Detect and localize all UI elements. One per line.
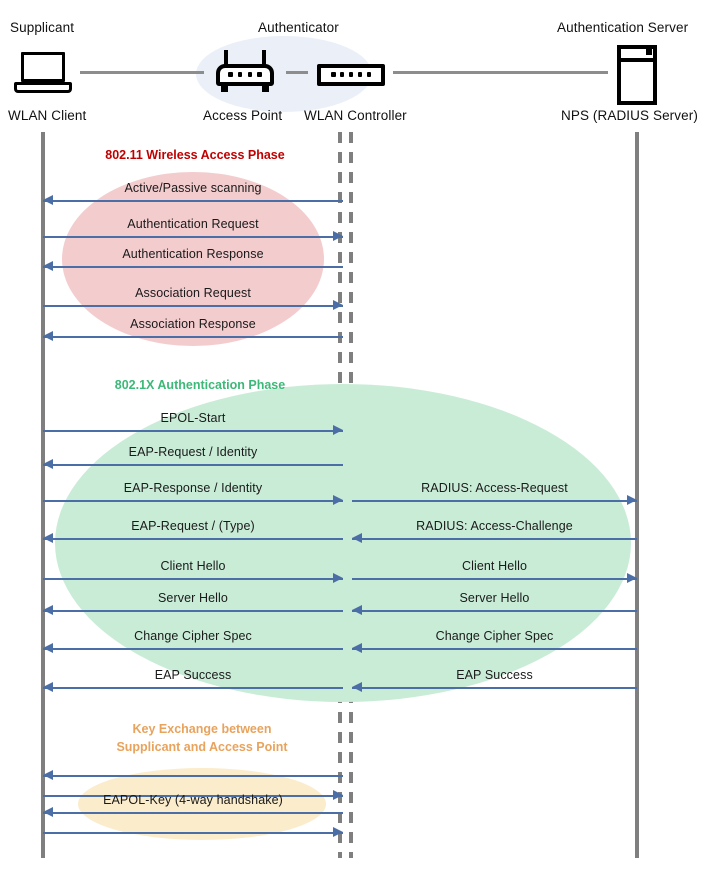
message-arrow-right-3-head — [352, 605, 362, 616]
message-arrow-left-6-line — [43, 464, 343, 466]
message-arrow-left-7-head — [333, 495, 343, 506]
message-arrow-left-12-head — [43, 682, 53, 693]
node-label-wlan-controller: WLAN Controller — [304, 108, 407, 123]
message-arrow-right-2-label: Client Hello — [461, 559, 528, 573]
message-arrow-right-1-head — [352, 533, 362, 544]
message-arrow-right-5-head — [352, 682, 362, 693]
message-arrow-right-5-label: EAP Success — [456, 668, 533, 682]
link-controller-to-server — [393, 71, 608, 74]
link-ap-to-controller — [286, 71, 308, 74]
message-arrow-left-13-head — [43, 770, 53, 781]
message-arrow-left-6-label: EAP-Request / Identity — [128, 445, 258, 459]
phase-ellipse-key-exchange — [78, 768, 326, 840]
message-arrow-left-5-label: EPOL-Start — [160, 411, 226, 425]
phase-label-802-1x: 802.1X Authentication Phase — [114, 378, 286, 392]
message-arrow-right-2-head — [627, 573, 637, 584]
message-arrow-left-4-line — [43, 336, 343, 338]
message-arrow-left-14-line — [43, 795, 343, 797]
message-arrow-right-4-line — [352, 648, 637, 650]
phase-ellipse-802-1x — [55, 384, 631, 702]
message-arrow-left-1-line — [43, 236, 343, 238]
message-arrow-left-4-head — [43, 331, 53, 342]
laptop-icon — [14, 52, 72, 96]
message-arrow-left-8-line — [43, 538, 343, 540]
message-arrow-left-1-label: Authentication Request — [127, 217, 259, 231]
message-arrow-left-5-line — [43, 430, 343, 432]
message-arrow-left-9-head — [333, 573, 343, 584]
message-arrow-left-10-label: Server Hello — [158, 591, 228, 605]
message-arrow-left-3-line — [43, 305, 343, 307]
message-arrow-left-2-head — [43, 261, 53, 272]
message-arrow-right-3-line — [352, 610, 637, 612]
message-arrow-left-1-head — [333, 231, 343, 242]
message-arrow-left-5-head — [333, 425, 343, 436]
node-label-access-point: Access Point — [203, 108, 283, 123]
message-arrow-left-0-head — [43, 195, 53, 206]
role-title-supplicant: Supplicant — [10, 20, 75, 35]
message-arrow-right-0-head — [627, 495, 637, 506]
message-arrow-left-15-head — [43, 807, 53, 818]
lifeline-supplicant — [41, 132, 45, 858]
message-arrow-left-12-line — [43, 687, 343, 689]
message-arrow-left-8-label: EAP-Request / (Type) — [131, 519, 255, 533]
message-arrow-left-11-line — [43, 648, 343, 650]
message-arrow-left-16-line — [43, 832, 343, 834]
message-arrow-left-0-line — [43, 200, 343, 202]
message-arrow-left-9-line — [43, 578, 343, 580]
role-title-authentication-server: Authentication Server — [557, 20, 689, 35]
link-client-to-ap — [80, 71, 204, 74]
message-arrow-left-3-head — [333, 300, 343, 311]
message-arrow-left-10-head — [43, 605, 53, 616]
role-title-authenticator: Authenticator — [258, 20, 339, 35]
message-arrow-left-3-label: Association Request — [135, 286, 251, 300]
message-arrow-left-6-head — [43, 459, 53, 470]
message-arrow-right-4-label: Change Cipher Spec — [435, 629, 554, 643]
access-point-icon — [216, 50, 274, 94]
message-arrow-left-0-label: Active/Passive scanning — [124, 181, 262, 195]
message-arrow-left-13-line — [43, 775, 343, 777]
message-arrow-left-14-head — [333, 790, 343, 801]
message-arrow-right-2-line — [352, 578, 637, 580]
phase-label-key-exchange: Key Exchange between Supplicant and Acce… — [116, 722, 288, 754]
message-arrow-left-15-label: EAPOL-Key (4-way handshake) — [103, 793, 283, 807]
message-arrow-right-5-line — [352, 687, 637, 689]
server-icon — [617, 45, 657, 105]
message-arrow-left-11-head — [43, 643, 53, 654]
message-arrow-left-16-head — [333, 827, 343, 838]
message-arrow-left-12-label: EAP Success — [154, 668, 232, 682]
phase-label-802-11: 802.11 Wireless Access Phase — [105, 148, 285, 162]
message-arrow-left-11-label: Change Cipher Spec — [134, 629, 252, 643]
message-arrow-left-10-line — [43, 610, 343, 612]
wlan-controller-icon — [317, 50, 385, 94]
message-arrow-right-0-line — [352, 500, 637, 502]
message-arrow-left-7-line — [43, 500, 343, 502]
message-arrow-left-4-label: Association Response — [130, 317, 256, 331]
message-arrow-left-15-line — [43, 812, 343, 814]
message-arrow-right-1-label: RADIUS: Access-Challenge — [416, 519, 573, 533]
node-label-wlan-client: WLAN Client — [8, 108, 87, 123]
message-arrow-right-0-label: RADIUS: Access-Request — [421, 481, 568, 495]
message-arrow-left-2-label: Authentication Response — [122, 247, 264, 261]
message-arrow-left-2-line — [43, 266, 343, 268]
message-arrow-left-9-label: Client Hello — [160, 559, 226, 573]
message-arrow-right-1-line — [352, 538, 637, 540]
lifeline-auth-server — [635, 132, 639, 858]
node-label-nps-radius-server: NPS (RADIUS Server) — [561, 108, 698, 123]
message-arrow-right-4-head — [352, 643, 362, 654]
message-arrow-left-8-head — [43, 533, 53, 544]
message-arrow-right-3-label: Server Hello — [459, 591, 530, 605]
message-arrow-left-7-label: EAP-Response / Identity — [123, 481, 263, 495]
